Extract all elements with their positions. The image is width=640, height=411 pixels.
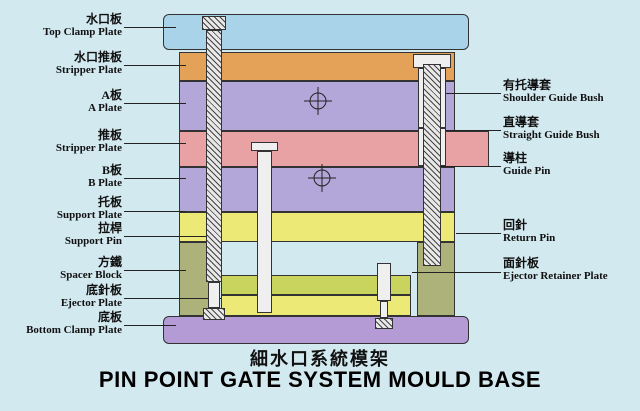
leader-stripper-plate-top (124, 65, 186, 66)
leader-guide-pin (441, 166, 501, 167)
label-top-clamp-plate: 水口板 Top Clamp Plate (0, 13, 122, 39)
diagram-title-english: PIN POINT GATE SYSTEM MOULD BASE (98, 367, 542, 392)
label-bottom-clamp-plate: 底板 Bottom Clamp Plate (0, 311, 122, 337)
label-cn: 直導套 (503, 115, 540, 129)
center-mark-icon-svg (308, 164, 336, 192)
label-cn: 導柱 (503, 151, 528, 165)
support-pin-body (206, 30, 222, 282)
label-b-plate: B板 B Plate (0, 164, 122, 190)
b-plate (179, 167, 455, 212)
label-en: Straight Guide Bush (503, 129, 600, 141)
leader-top-clamp-plate (124, 27, 176, 28)
leader-stripper-plate-mid (124, 143, 186, 144)
label-en: B Plate (88, 177, 122, 189)
label-straight-guide-bush: 直導套 Straight Guide Bush (503, 116, 639, 142)
label-en: A Plate (88, 102, 122, 114)
leader-return-pin (456, 233, 501, 234)
label-cn: B板 (101, 163, 122, 177)
support-pin-head (202, 16, 226, 30)
label-en: Support Pin (64, 235, 122, 247)
label-cn: 有托導套 (503, 78, 552, 92)
label-en: Spacer Block (60, 269, 122, 281)
label-ejector-retainer-plate: 面針板 Ejector Retainer Plate (503, 257, 639, 283)
guide-pin (423, 64, 441, 266)
label-en: Top Clamp Plate (42, 26, 122, 38)
label-en: Ejector Plate (60, 297, 122, 309)
center-mark-icon (308, 164, 336, 197)
leader-spacer-block (124, 270, 186, 271)
puller-rod-body (257, 151, 272, 313)
leader-shoulder-guide-bush (446, 93, 501, 94)
diagram-title-chinese: 細水口系統模架 (250, 349, 390, 369)
label-support-plate: 托板 Support Plate (0, 196, 122, 222)
bottom-clamp-plate (163, 316, 469, 344)
label-stripper-plate-mid: 推板 Stripper Plate (0, 129, 122, 155)
puller-rod-head (251, 142, 278, 151)
label-return-pin: 回針 Return Pin (503, 219, 639, 245)
label-en: Guide Pin (503, 165, 551, 177)
label-shoulder-guide-bush: 有托導套 Shoulder Guide Bush (503, 79, 639, 105)
stripper-plate-top (179, 52, 455, 81)
return-pin-bolt-head (375, 318, 393, 329)
label-en: Return Pin (503, 232, 556, 244)
label-stripper-plate-top: 水口推板 Stripper Plate (0, 51, 122, 77)
return-pin (377, 263, 391, 301)
label-en: Bottom Clamp Plate (26, 324, 122, 336)
label-spacer-block: 方鐵 Spacer Block (0, 256, 122, 282)
label-en: Shoulder Guide Bush (503, 92, 604, 104)
label-guide-pin: 導柱 Guide Pin (503, 152, 639, 178)
label-en: Ejector Retainer Plate (503, 270, 608, 282)
label-cn: 推板 (97, 128, 122, 142)
label-cn: 底板 (97, 310, 122, 324)
leader-straight-guide-bush (446, 130, 501, 131)
label-cn: 拉桿 (97, 221, 122, 235)
support-pin-foot-head (203, 308, 225, 320)
support-plate (179, 212, 455, 242)
label-en: Stripper Plate (55, 142, 122, 154)
label-cn: 水口推板 (73, 50, 122, 64)
label-cn: 底針板 (85, 283, 122, 297)
a-plate (179, 81, 455, 131)
center-mark-icon (304, 87, 332, 120)
label-en: Support Plate (56, 209, 122, 221)
leader-support-plate (124, 211, 186, 212)
center-mark-icon-svg (304, 87, 332, 115)
label-cn: 水口板 (85, 12, 122, 26)
label-a-plate: A板 A Plate (0, 89, 122, 115)
label-support-pin: 拉桿 Support Pin (0, 222, 122, 248)
leader-b-plate (124, 178, 186, 179)
leader-ejector-retainer-plate (412, 272, 501, 273)
support-pin-foot-shank (208, 282, 220, 308)
leader-ejector-plate (124, 298, 221, 299)
return-pin-bolt-shank (380, 301, 388, 318)
leader-support-pin (124, 236, 212, 237)
leader-bottom-clamp-plate (124, 325, 176, 326)
label-cn: 回針 (503, 218, 528, 232)
label-cn: A板 (101, 88, 122, 102)
label-ejector-plate: 底針板 Ejector Plate (0, 284, 122, 310)
label-cn: 方鐵 (97, 255, 122, 269)
label-cn: 托板 (97, 195, 122, 209)
label-en: Stripper Plate (55, 64, 122, 76)
label-cn: 面針板 (503, 256, 540, 270)
leader-a-plate (124, 103, 186, 104)
